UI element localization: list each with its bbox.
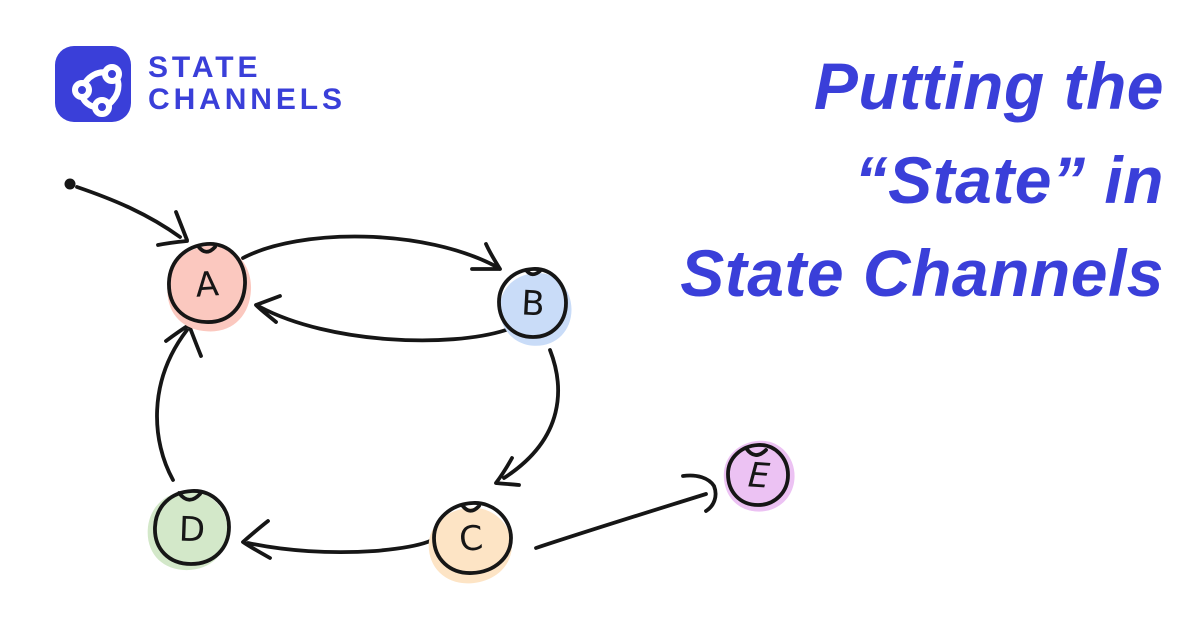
title-line-1: Putting the — [813, 49, 1164, 123]
node-d-halo — [147, 491, 228, 571]
brand-line-1: STATE — [148, 50, 262, 84]
node-a: A — [167, 242, 252, 332]
edge-d-to-a — [155, 323, 203, 482]
edge-start-to-a — [75, 185, 189, 247]
edge-b-to-c — [494, 348, 560, 487]
node-b-shape — [497, 267, 568, 339]
state-channels-logo-icon — [55, 46, 131, 122]
node-d-shape — [153, 489, 231, 566]
title-line-2: “State” in — [854, 142, 1164, 217]
node-a-halo — [167, 245, 252, 332]
edge-b-to-a — [254, 294, 508, 343]
state-diagram: A B C D E — [64, 178, 795, 584]
node-d: D — [147, 489, 231, 571]
brand-line-2: CHANNELS — [148, 83, 346, 116]
brand-wordmark: STATE CHANNELS — [148, 50, 346, 116]
node-e-label: E — [747, 455, 772, 496]
node-c-shape — [432, 501, 513, 575]
node-c: C — [428, 501, 513, 584]
title-line-3: State Channels — [680, 236, 1164, 311]
node-c-halo — [428, 507, 512, 584]
edge-c-to-e — [534, 473, 718, 550]
edge-c-to-d — [241, 519, 444, 560]
brand-logo: STATE CHANNELS — [53, 44, 346, 124]
node-b: B — [497, 267, 572, 346]
node-d-label: D — [178, 510, 206, 551]
node-e-shape — [726, 443, 790, 507]
page-title: Putting the “State” in State Channels — [524, 40, 1164, 321]
node-a-label: A — [194, 264, 220, 306]
edge-a-to-b — [241, 234, 502, 271]
node-b-label: B — [520, 283, 545, 324]
start-dot — [64, 178, 76, 190]
node-c-label: C — [458, 518, 485, 560]
node-b-halo — [499, 272, 572, 346]
node-a-shape — [167, 242, 247, 324]
node-e: E — [723, 440, 795, 512]
node-e-halo — [723, 440, 795, 512]
